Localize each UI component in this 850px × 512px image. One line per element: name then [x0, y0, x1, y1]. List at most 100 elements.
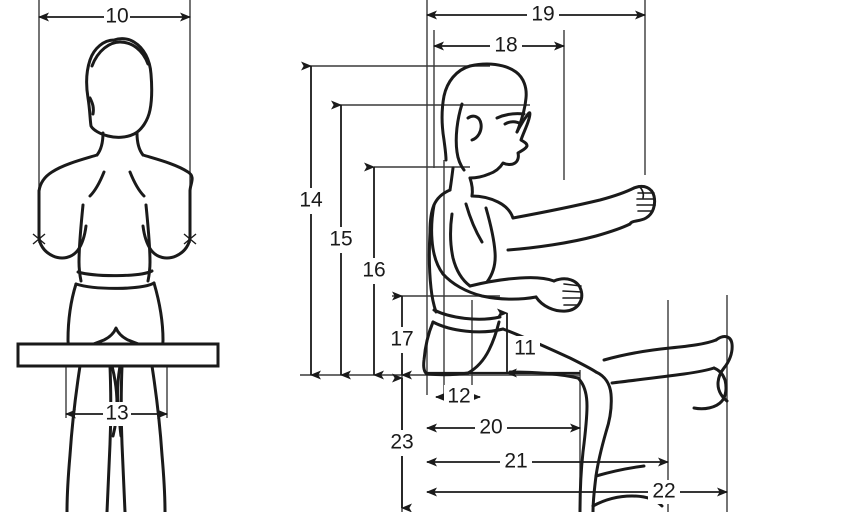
dimension-20-label: 20 — [479, 416, 502, 439]
dimension-11: 11 — [497, 308, 540, 378]
standing-board — [16, 342, 220, 368]
dimension-10-label: 10 — [105, 5, 128, 28]
arm-left — [37, 189, 88, 260]
arm-tick-marks — [32, 233, 197, 245]
near-forearm-top — [468, 276, 556, 288]
bust-inner — [464, 202, 484, 244]
extended-fist-fingers — [636, 185, 656, 212]
dimension-17: 17 — [387, 291, 417, 380]
head-crown — [468, 62, 528, 134]
lateral-seated-view: 19 18 14 15 16 17 — [296, 0, 734, 512]
dimension-12: 12 — [435, 385, 481, 409]
dimension-23: 23 — [385, 373, 419, 512]
dimension-13: 13 — [65, 402, 168, 426]
dimension-10-label-bg — [104, 5, 130, 29]
shoulder-right — [141, 153, 194, 193]
near-arm-back — [430, 203, 445, 276]
tick-right-arm — [183, 233, 197, 245]
neck-right — [135, 131, 145, 157]
lap-finger-1 — [563, 283, 582, 287]
board-rect — [16, 342, 220, 368]
dimension-12-label-bg — [444, 385, 474, 409]
extended-fist — [628, 184, 657, 226]
dimension-11-label-bg — [510, 336, 540, 362]
dimension-14: 14 — [296, 61, 326, 380]
dimension-18-label: 18 — [494, 34, 517, 57]
neck-front — [468, 176, 474, 198]
dimension-22-label-bg — [648, 480, 680, 504]
dimension-17-label-bg — [387, 327, 417, 353]
dimension-17-label: 17 — [390, 328, 413, 351]
far-calf-bottom — [594, 464, 646, 478]
shoulder-top — [470, 194, 515, 220]
torso-side-left — [77, 203, 85, 283]
dimension-20: 20 — [426, 416, 581, 440]
bust-front — [484, 206, 497, 284]
thumb-line — [638, 185, 645, 199]
neck-left — [95, 131, 105, 157]
lower-back — [427, 230, 438, 314]
frontal-standing-view: 10 13 — [16, 0, 220, 512]
knee-back-shin — [576, 376, 589, 512]
dimension-20-label-bg — [475, 416, 507, 440]
leg-right-outer — [150, 364, 167, 512]
jaw-notch-left — [88, 96, 95, 116]
dimension-22-label: 22 — [652, 480, 675, 503]
lap-fist-fingers — [562, 283, 583, 306]
buttock-back — [422, 320, 435, 376]
face-profile — [487, 111, 532, 176]
shorts-hem-seated — [466, 320, 501, 375]
dimension-15-label: 15 — [329, 228, 352, 251]
dimension-19-label-bg — [527, 3, 559, 27]
dimension-14-label: 14 — [299, 189, 323, 212]
brow-line — [495, 112, 526, 120]
ear-outline — [466, 114, 483, 142]
dimension-18: 18 — [433, 34, 565, 58]
chest-curve-right — [128, 170, 146, 198]
dimension-13-label-bg — [103, 402, 131, 426]
eye-line — [503, 120, 523, 126]
dimension-12-label: 12 — [447, 385, 470, 408]
dimension-14-label-bg — [296, 188, 326, 214]
head-back — [440, 64, 472, 162]
dimension-21-label-bg — [500, 450, 532, 474]
dimension-19-label: 19 — [531, 3, 554, 26]
thigh-top — [501, 327, 598, 374]
extended-arm-bottom — [506, 222, 632, 252]
dimension-15-label-bg — [326, 227, 356, 253]
dimension-22: 22 — [426, 480, 728, 504]
hair-side — [454, 102, 466, 172]
dimension-21-label: 21 — [504, 450, 527, 473]
head-outline — [85, 37, 154, 139]
dimension-16-label-bg — [359, 258, 389, 284]
buttock-seat-contact — [425, 371, 470, 377]
dimension-21: 21 — [426, 450, 669, 474]
extended-arm-top — [511, 186, 636, 220]
near-forearm-bottom — [441, 272, 538, 301]
belt-top — [432, 308, 502, 321]
torso-side-right — [144, 203, 152, 283]
dimension-23-label: 23 — [390, 431, 413, 454]
hairline — [90, 40, 150, 68]
tick-left-arm — [32, 233, 46, 245]
foot-outline — [714, 335, 734, 403]
dimension-13-label: 13 — [105, 402, 128, 425]
leg-left-inner — [105, 364, 113, 512]
chest-curve-left — [88, 170, 106, 198]
dimension-16: 16 — [359, 162, 389, 380]
near-arm-front — [449, 212, 472, 288]
seated-body-outline — [422, 62, 734, 512]
dimension-23-label-bg — [385, 430, 419, 456]
dimension-19: 19 — [426, 3, 646, 27]
arm-right — [141, 189, 192, 260]
extended-leg-bottom — [610, 366, 716, 385]
dimension-11-label: 11 — [514, 337, 536, 360]
shoulder-left — [37, 153, 99, 193]
extended-leg-top — [602, 338, 718, 362]
dimension-16-label: 16 — [362, 259, 385, 282]
dimension-10: 10 — [38, 5, 191, 29]
lap-finger-2 — [562, 290, 583, 293]
